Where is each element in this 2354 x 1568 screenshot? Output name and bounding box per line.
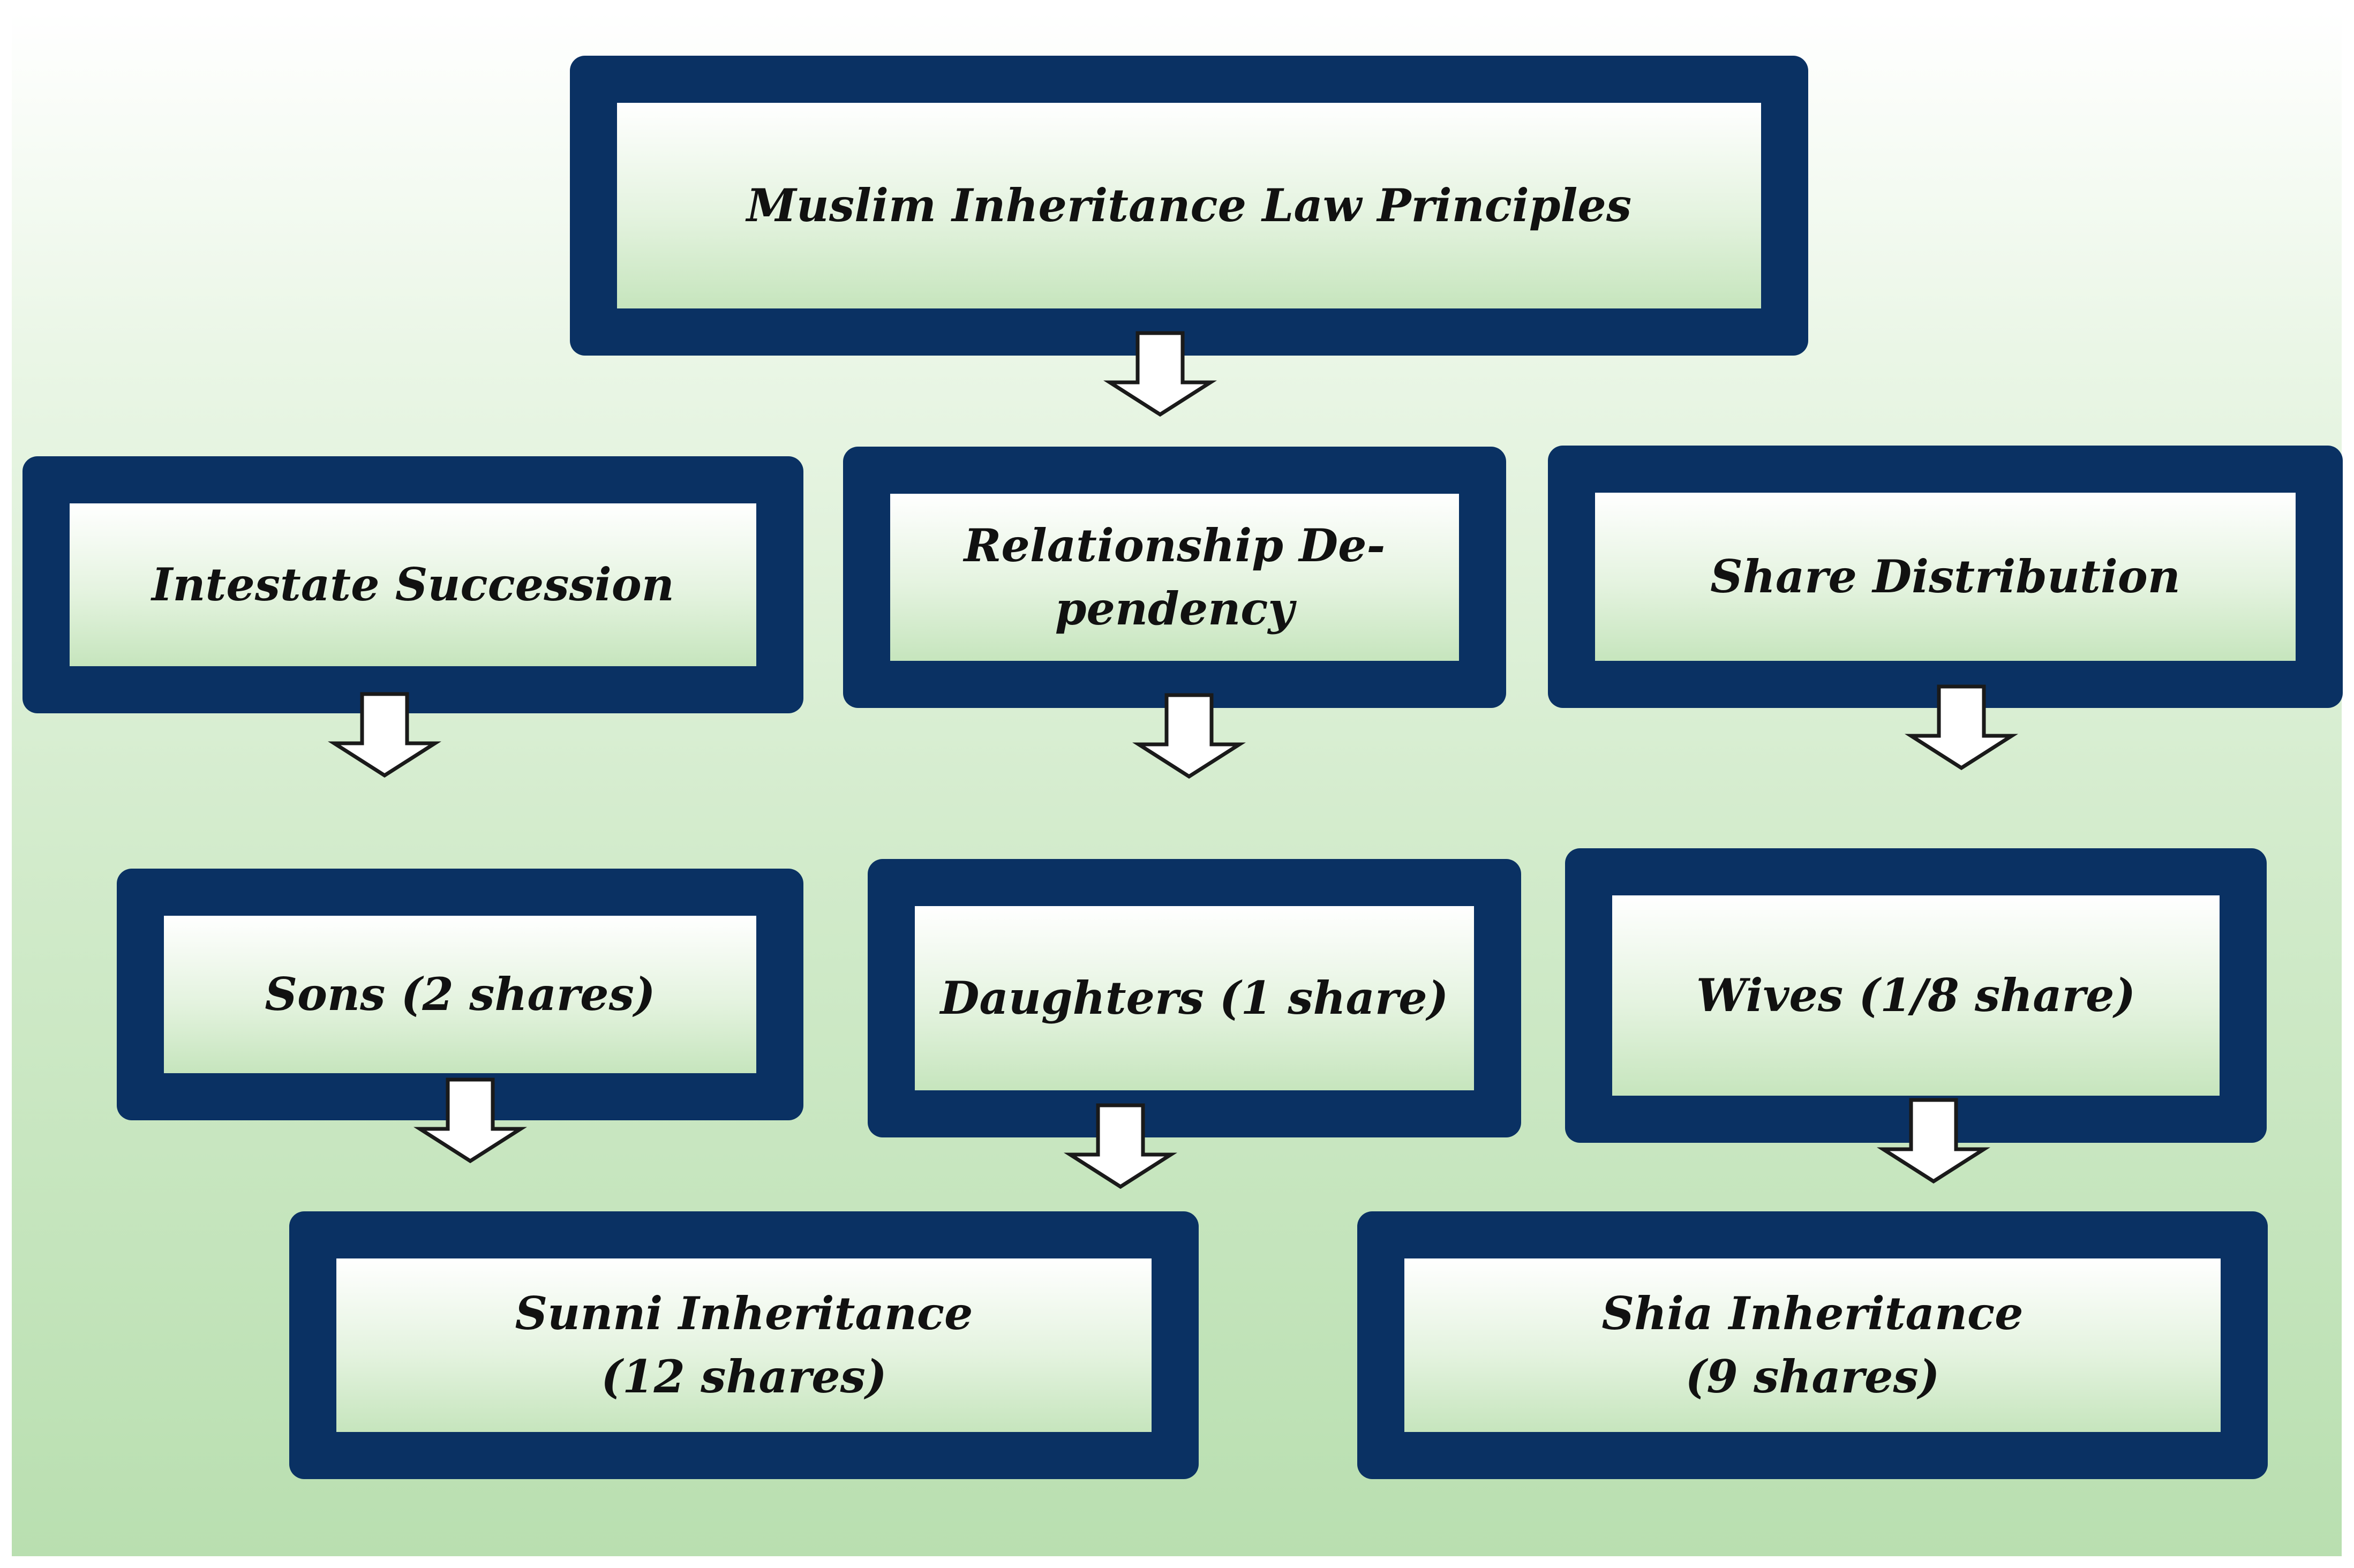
node-label-line: Intestate Succession	[152, 558, 674, 612]
node-label-line: Sunni Inheritance	[515, 1287, 973, 1340]
root-node-label: Muslim Inheritance Law Principles	[746, 179, 1632, 232]
down-arrow-icon	[1064, 1103, 1177, 1189]
down-arrow-icon	[1877, 1098, 1990, 1184]
node-shia-inheritance-9-shares: Shia Inheritance (9 shares)	[1357, 1211, 2268, 1479]
down-arrow-icon	[413, 1077, 527, 1164]
root-node-muslim-inheritance-law-principles: Muslim Inheritance Law Principles	[570, 56, 1808, 356]
down-arrow-icon	[1132, 693, 1246, 779]
node-label-line: Wives (1/8 share)	[1696, 969, 2136, 1022]
node-label-line: Relationship De-	[964, 519, 1386, 572]
node-label-line: Sons (2 shares)	[265, 968, 656, 1021]
down-arrow-icon	[328, 692, 441, 778]
node-label-line: Share Distribution	[1710, 550, 2180, 604]
diagram-canvas: Muslim Inheritance Law Principles Intest…	[12, 12, 2343, 1556]
node-relationship-dependency: Relationship De- pendency	[843, 447, 1506, 708]
node-label-line: pendency	[1055, 582, 1295, 635]
node-daughters-1-share: Daughters (1 share)	[868, 859, 1521, 1137]
node-sunni-inheritance-12-shares: Sunni Inheritance (12 shares)	[289, 1211, 1199, 1479]
node-label-line: (12 shares)	[601, 1350, 887, 1403]
down-arrow-icon	[1905, 684, 2018, 771]
node-label-line: Shia Inheritance	[1601, 1287, 2024, 1340]
node-label-line: Daughters (1 share)	[940, 971, 1449, 1025]
node-share-distribution: Share Distribution	[1548, 446, 2343, 708]
node-intestate-succession: Intestate Succession	[22, 456, 803, 713]
node-label-line: (9 shares)	[1685, 1350, 1940, 1403]
down-arrow-icon	[1103, 331, 1217, 417]
